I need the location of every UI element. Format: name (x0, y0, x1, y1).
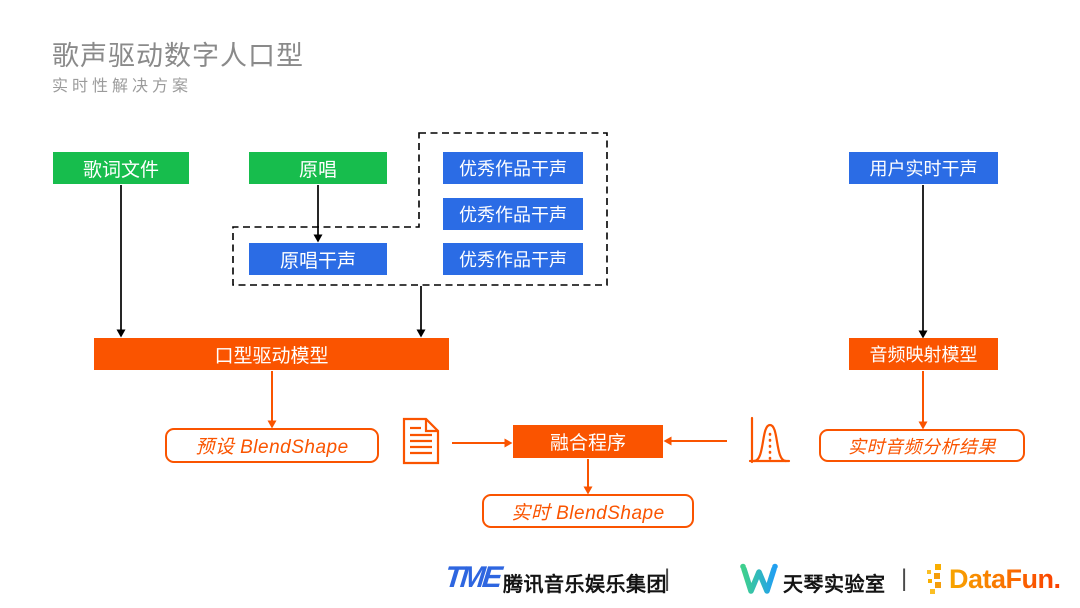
node-realtime-audio-result-label: 实时音频分析结果 (848, 436, 996, 457)
node-audio-mapping-model: 音频映射模型 (849, 338, 998, 370)
node-excellent-work-dry-2-label: 优秀作品干声 (459, 205, 567, 225)
tianqin-logo (737, 560, 781, 603)
node-original-song: 原唱 (249, 152, 387, 184)
node-lip-drive-model: 口型驱动模型 (94, 338, 449, 370)
dataset-group-outline (232, 132, 608, 286)
slide-subtitle: 实时性解决方案 (52, 78, 193, 95)
tme-logo: TME (443, 561, 502, 595)
node-preset-blendshape-label: 预设 BlendShape (195, 437, 349, 458)
node-realtime-blendshape: 实时 BlendShape (482, 494, 694, 528)
node-excellent-work-dry-1: 优秀作品干声 (443, 152, 583, 184)
node-excellent-work-dry-2: 优秀作品干声 (443, 198, 583, 230)
slide-title: 歌声驱动数字人口型 (52, 41, 304, 71)
node-fusion-program-label: 融合程序 (549, 433, 626, 454)
bell-curve-icon (748, 416, 791, 464)
node-original-song-label: 原唱 (298, 159, 337, 181)
datafun-pixels-icon (927, 564, 941, 594)
tme-logo-icon: TME (443, 561, 502, 594)
node-excellent-work-dry-3: 优秀作品干声 (443, 243, 583, 275)
tme-company-name: 腾讯音乐娱乐集团 (503, 574, 667, 596)
document-icon (402, 417, 440, 465)
footer-separator-2: | (901, 565, 908, 592)
node-excellent-work-dry-3-label: 优秀作品干声 (459, 250, 567, 270)
node-audio-mapping-model-label: 音频映射模型 (869, 345, 978, 365)
node-excellent-work-dry-1-label: 优秀作品干声 (459, 159, 567, 179)
footer-separator-1: | (664, 565, 671, 592)
node-original-dry: 原唱干声 (249, 243, 387, 275)
node-user-realtime-dry: 用户实时干声 (849, 152, 998, 184)
datafun-name: DataFun. (949, 563, 1061, 594)
node-lyrics-file-label: 歌词文件 (82, 159, 159, 181)
node-user-realtime-dry-label: 用户实时干声 (869, 159, 978, 179)
datafun-logo: DataFun. (925, 562, 1061, 596)
tianqin-lab-name: 天琴实验室 (783, 574, 886, 596)
node-preset-blendshape: 预设 BlendShape (165, 428, 379, 463)
node-fusion-program: 融合程序 (513, 425, 663, 458)
node-original-dry-label: 原唱干声 (279, 250, 356, 272)
node-realtime-blendshape-label: 实时 BlendShape (511, 502, 665, 524)
tianqin-wave-icon (740, 563, 778, 594)
node-lip-drive-model-label: 口型驱动模型 (214, 345, 329, 367)
node-lyrics-file: 歌词文件 (53, 152, 189, 184)
node-realtime-audio-result: 实时音频分析结果 (819, 429, 1025, 462)
